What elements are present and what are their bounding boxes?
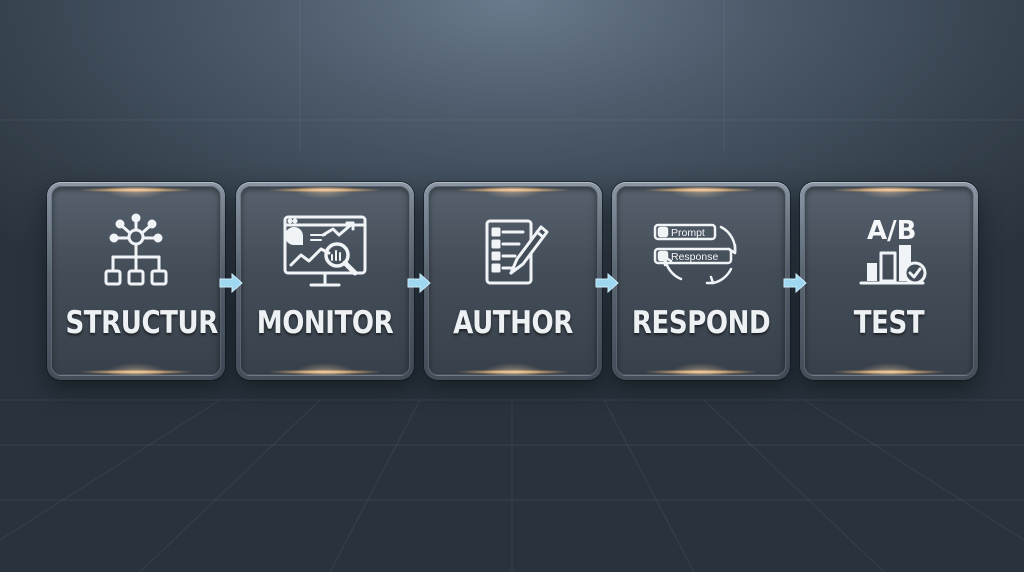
hierarchy-network-icon [86, 213, 186, 297]
step-label-test: TEST [853, 305, 925, 341]
ab-test-icon: A/B [839, 213, 939, 297]
card-glow-bottom [834, 363, 944, 375]
step-card-face: Prompt Response RESPOND [616, 186, 786, 376]
step-card-structure: STRUCTURE [47, 182, 225, 380]
connector-arrow-4 [780, 268, 810, 298]
step-label-monitor: MONITOR [256, 305, 394, 341]
card-glow-top [458, 187, 568, 199]
step-card-author: AUTHOR [424, 182, 602, 380]
step-label-respond: RESPOND [631, 305, 771, 341]
card-glow-bottom [458, 363, 568, 375]
step-card-face: A/B TEST [804, 186, 974, 376]
step-card-face: STRUCTURE [51, 186, 221, 376]
ab-heading: A/B [867, 216, 916, 246]
connector-arrow-3 [592, 268, 622, 298]
card-glow-top [81, 187, 191, 199]
card-glow-bottom [270, 363, 380, 375]
step-card-test: A/B TEST [800, 182, 978, 380]
card-glow-top [646, 187, 756, 199]
step-label-author: AUTHOR [453, 305, 573, 341]
step-card-monitor: MONITOR [236, 182, 414, 380]
chip-prompt: Prompt [671, 227, 705, 239]
step-card-face: MONITOR [240, 186, 410, 376]
step-card-face: AUTHOR [428, 186, 598, 376]
connector-arrow-2 [404, 268, 434, 298]
step-card-respond: Prompt Response RESPOND [612, 182, 790, 380]
step-label-structure: STRUCTURE [65, 305, 221, 341]
connector-arrow-1 [216, 268, 246, 298]
document-pen-icon [463, 213, 563, 297]
card-glow-bottom [81, 363, 191, 375]
chip-response: Response [671, 251, 718, 263]
chat-cycle-icon: Prompt Response [651, 213, 751, 297]
card-glow-bottom [646, 363, 756, 375]
card-glow-top [834, 187, 944, 199]
card-glow-top [270, 187, 380, 199]
analytics-monitor-icon [275, 213, 375, 297]
